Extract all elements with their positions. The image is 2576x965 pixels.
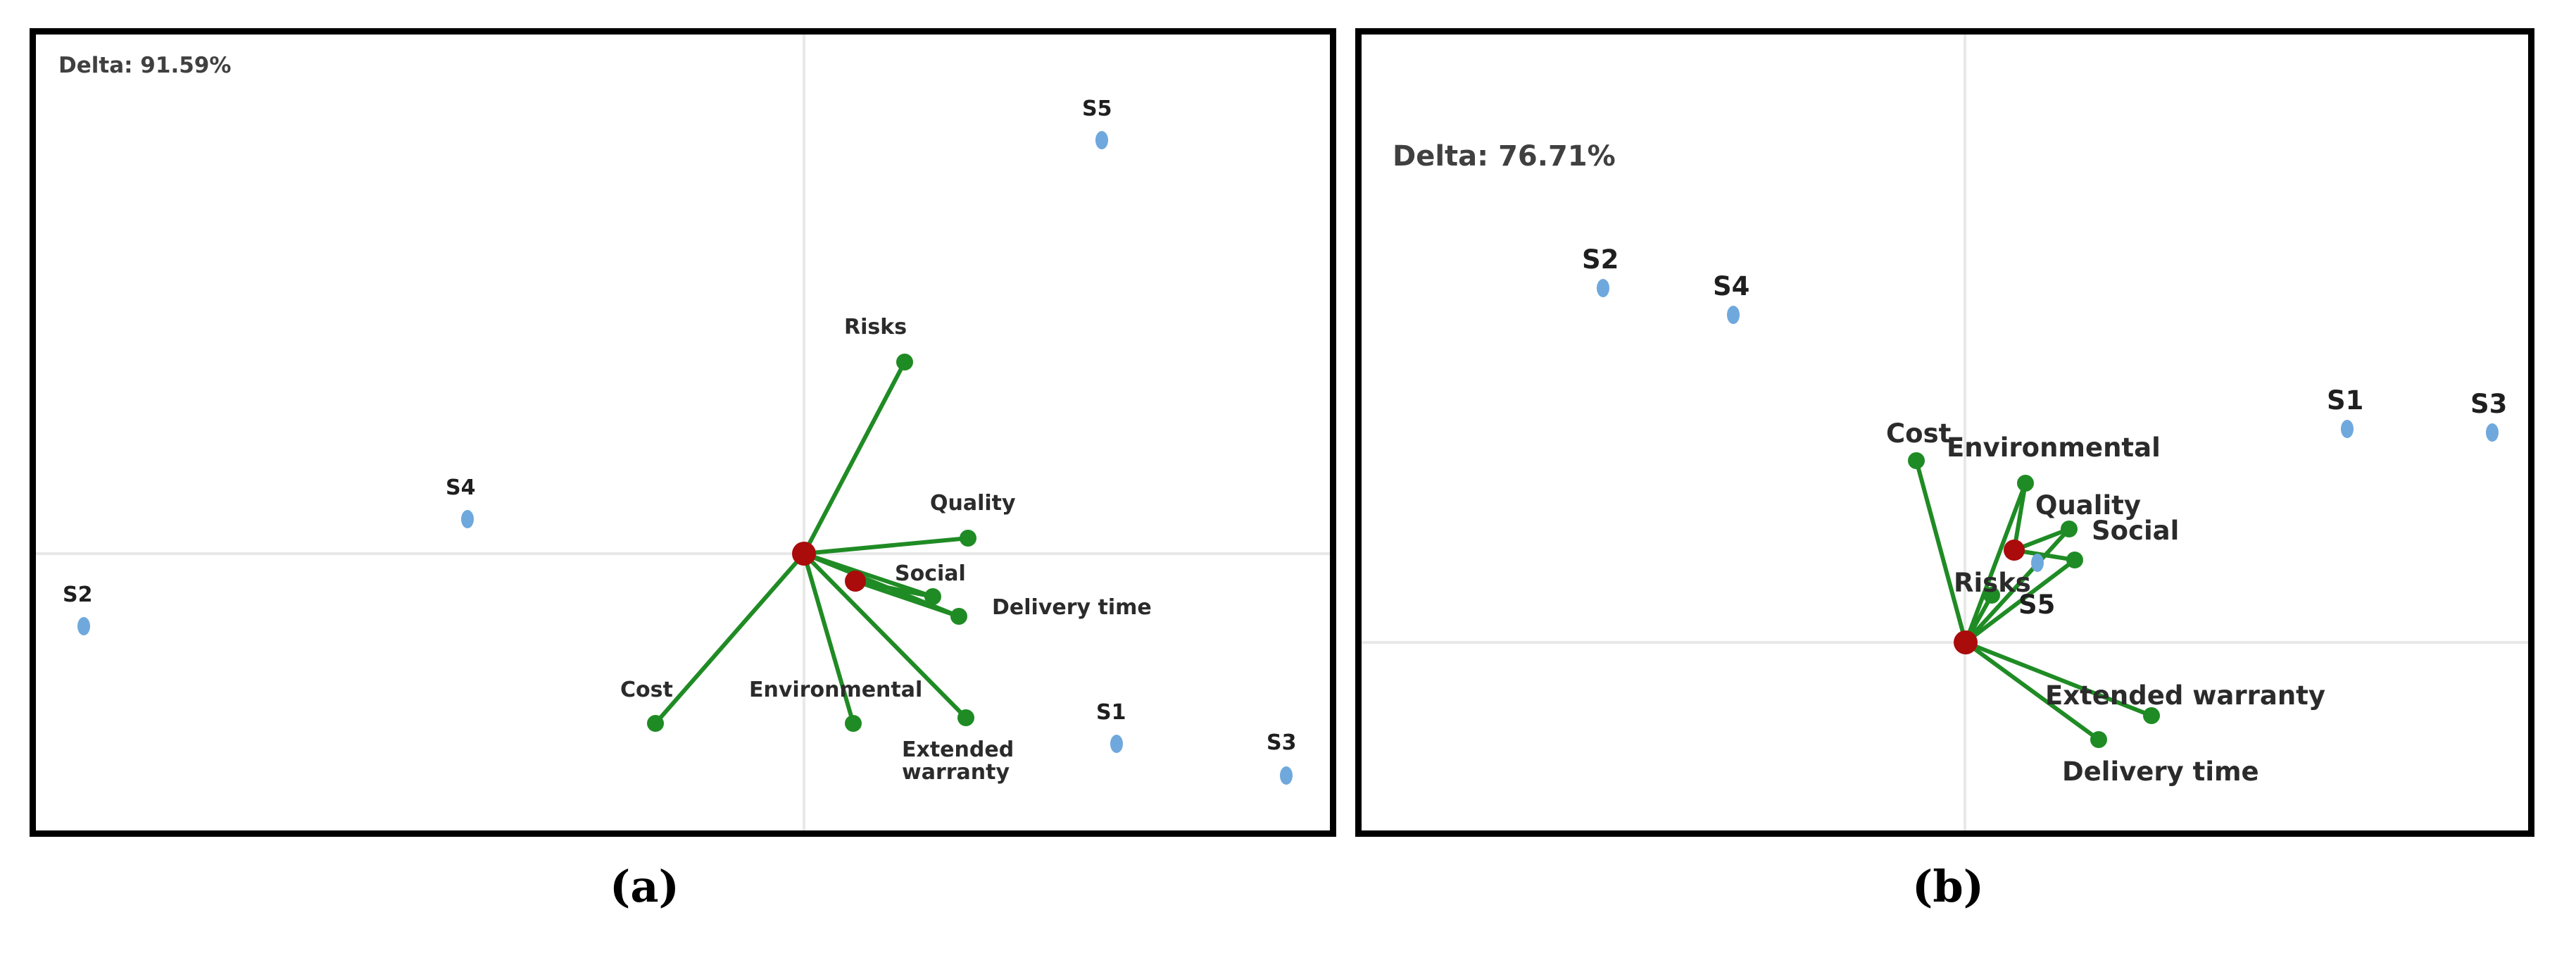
- criteria-vector-dot-environmental: [845, 715, 862, 732]
- alternative-label-s4: S4: [446, 475, 476, 500]
- alternative-point-s3[interactable]: [1280, 766, 1293, 785]
- criteria-vector-dot-delivery-time: [2090, 731, 2107, 748]
- biplot-svg-b: [1362, 35, 2528, 830]
- criteria-label-social: Social: [895, 561, 966, 586]
- criteria-vector-dot-quality: [2061, 521, 2078, 537]
- criteria-vector-dot-cost: [647, 715, 664, 732]
- criteria-label-environmental: Environmental: [1947, 432, 2161, 463]
- criteria-vector-dot-social: [924, 588, 941, 605]
- biplot-svg-a: [36, 35, 1330, 830]
- alternative-point-s2[interactable]: [77, 617, 90, 635]
- alternative-point-s1[interactable]: [1110, 735, 1123, 753]
- alternative-point-s5[interactable]: [2031, 554, 2044, 572]
- criteria-vector-line-quality: [1964, 527, 2071, 645]
- secondary-origin-marker: [2004, 540, 2025, 561]
- alternative-label-s3: S3: [2470, 389, 2508, 419]
- alternative-point-s5[interactable]: [1095, 131, 1108, 149]
- criteria-vector-line-cost: [653, 552, 806, 726]
- criteria-label-cost: Cost: [1886, 418, 1952, 449]
- criteria-vector-line-social: [1964, 558, 2077, 645]
- criteria-label-extended-warranty: Extended warranty: [2045, 680, 2325, 711]
- criteria-label-delivery-time: Delivery time: [992, 595, 1152, 620]
- plot-area-a: [36, 35, 1330, 830]
- plot-area-b: [1362, 35, 2528, 830]
- criteria-vector-line-quality: [802, 536, 970, 556]
- criteria-label-cost: Cost: [620, 678, 673, 702]
- figure-caption-b: (b): [1912, 861, 1985, 912]
- criteria-vector-line-delivery-time: [1964, 640, 2101, 742]
- delta-label-a: Delta: 91.59%: [58, 53, 232, 78]
- criteria-label-risks: Risks: [844, 315, 907, 340]
- figure-caption-a: (a): [610, 861, 679, 912]
- criteria-vector-line-risks: [802, 360, 907, 556]
- criteria-vector-dot-environmental: [2017, 475, 2034, 492]
- secondary-origin-marker: [845, 571, 866, 592]
- delta-label-b: Delta: 76.71%: [1393, 140, 1616, 173]
- criteria-label-social: Social: [2092, 516, 2180, 546]
- alternative-label-s5: S5: [1082, 96, 1112, 121]
- criteria-vector-line-cost: [1914, 459, 1968, 645]
- alternative-label-s2: S2: [63, 583, 93, 607]
- criteria-vector-dot-quality: [960, 530, 976, 547]
- criteria-vector-line2-delivery-time: [853, 579, 961, 618]
- alternative-point-s3[interactable]: [2486, 423, 2499, 442]
- alternative-point-s4[interactable]: [1727, 306, 1740, 324]
- alternative-label-s5: S5: [2018, 590, 2056, 620]
- alternative-point-s1[interactable]: [2341, 420, 2354, 438]
- alternative-label-s1: S1: [1096, 700, 1126, 725]
- criteria-vector-dot-delivery-time: [950, 608, 967, 625]
- criteria-vector-dot-risks: [1983, 587, 2000, 604]
- alternative-label-s4: S4: [1713, 271, 1750, 301]
- criteria-label-environmental: Environmental: [749, 678, 923, 702]
- criteria-vector-dot-extended-warranty: [957, 709, 974, 726]
- criteria-label-delivery-time: Delivery time: [2062, 757, 2259, 787]
- criteria-label-extended-warranty: Extended warranty: [902, 737, 1014, 785]
- criteria-vector-line-environmental: [1964, 481, 2028, 645]
- criteria-label-risks: Risks: [1954, 568, 2031, 598]
- alternative-point-s2[interactable]: [1597, 279, 1609, 297]
- criteria-vector-dot-extended-warranty: [2143, 707, 2160, 724]
- alternative-label-s2: S2: [1582, 244, 1619, 275]
- alternative-label-s3: S3: [1267, 730, 1297, 755]
- criteria-vector-dot-cost: [1908, 452, 1925, 469]
- origin-marker: [792, 542, 816, 566]
- criteria-vector-line-environmental: [802, 552, 855, 726]
- alternative-point-s4[interactable]: [461, 510, 474, 528]
- criteria-label-quality: Quality: [2035, 490, 2141, 521]
- criteria-vector-line-extended-warranty: [1964, 640, 2154, 718]
- alternative-label-s1: S1: [2327, 385, 2364, 416]
- origin-marker: [1954, 630, 1978, 654]
- criteria-vector-line2-environmental: [2012, 481, 2028, 552]
- criteria-vector-dot-risks: [896, 354, 913, 371]
- criteria-vector-line-extended-warranty: [802, 552, 968, 720]
- criteria-label-quality: Quality: [930, 491, 1016, 516]
- criteria-vector-dot-social: [2066, 552, 2083, 568]
